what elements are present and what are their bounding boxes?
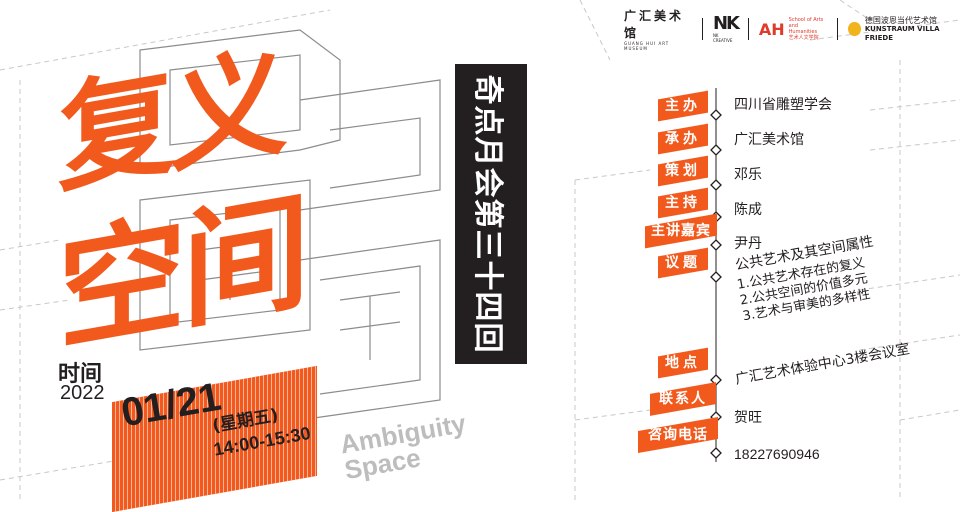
- value-curator: 邓乐: [734, 167, 762, 183]
- value-moderator: 陈成: [734, 202, 762, 218]
- value-speaker: 尹丹: [734, 236, 762, 252]
- villa-logo: 德国波恩当代艺术馆 KUNSTRAUM VILLA FRIEDE: [848, 16, 960, 43]
- logo-divider: [747, 18, 749, 40]
- event-title-bar: 奇点月会第三十四回: [455, 64, 527, 364]
- tag-topic: 议题: [658, 247, 708, 279]
- sun-icon: [848, 22, 861, 36]
- time-label: 时间: [58, 362, 103, 387]
- event-title: 奇点月会第三十四回: [470, 74, 505, 354]
- school-logo-mark: AH: [758, 19, 785, 39]
- tag-venue: 地点: [658, 347, 708, 379]
- logo-row: 广汇美术馆 GUANG HUI ART MUSEUM NK NK CREATIV…: [624, 9, 960, 51]
- background-grid: [0, 0, 960, 500]
- value-contact: 贺旺: [734, 410, 762, 426]
- guanghui-logo-sub: GUANG HUI ART MUSEUM: [624, 41, 670, 51]
- value-organizer: 四川省雕塑学会: [734, 97, 832, 113]
- nk-logo-mark: NK: [712, 13, 740, 34]
- nk-logo: NK NK CREATIVE: [712, 13, 740, 44]
- value-phone: 18227690946: [734, 446, 820, 462]
- tag-host: 承办: [658, 123, 708, 155]
- main-title-line1: 复义: [58, 32, 283, 210]
- value-host: 广汇美术馆: [734, 132, 804, 148]
- time-year: 2022: [60, 382, 105, 404]
- guanghui-logo: 广汇美术馆 GUANG HUI ART MUSEUM: [624, 7, 692, 51]
- school-logo-line1: School of Arts and: [788, 17, 824, 29]
- guanghui-logo-glyphs: 广汇美术馆: [624, 9, 685, 40]
- villa-logo-de: KUNSTRAUM VILLA FRIEDE: [864, 24, 940, 42]
- school-logo: AH School of Arts and Humanities 艺术人文学院: [759, 17, 827, 41]
- logo-divider: [837, 18, 839, 40]
- tag-curator: 策划: [658, 155, 708, 187]
- school-logo-line3: 艺术人文学院: [788, 35, 819, 41]
- tag-organizer: 主办: [658, 90, 708, 122]
- nk-logo-sub: NK CREATIVE: [712, 33, 733, 43]
- logo-divider: [702, 18, 703, 40]
- tag-moderator: 主持: [658, 187, 708, 219]
- villa-logo-cn: 德国波恩当代艺术馆: [864, 15, 937, 25]
- school-logo-line2: Humanities: [788, 29, 818, 35]
